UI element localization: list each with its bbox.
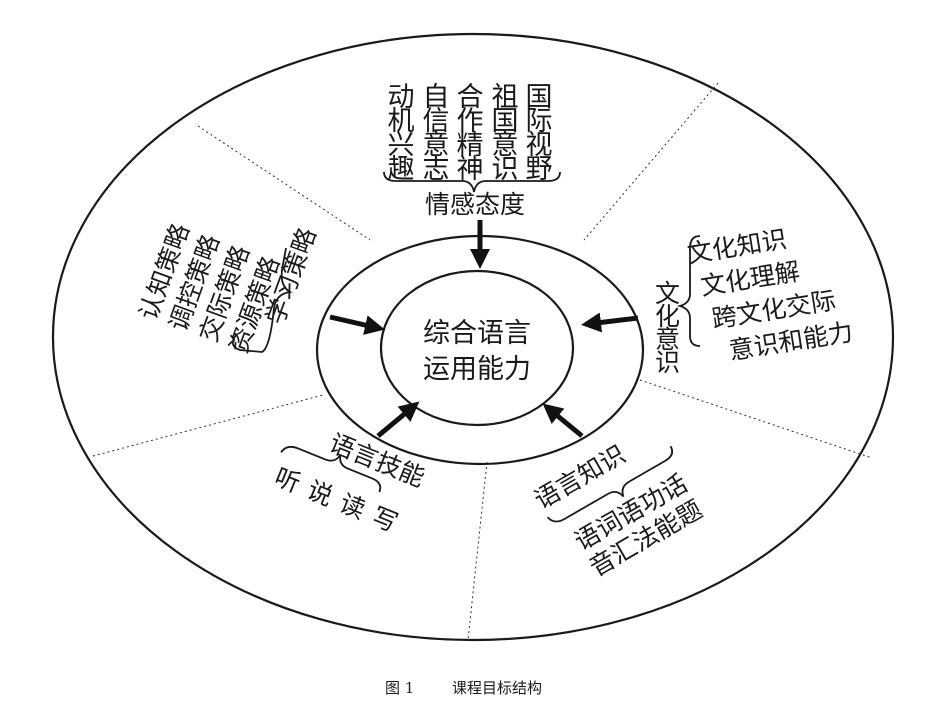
affect-column-1: 国际视野	[521, 82, 552, 181]
center-label-line2: 运用能力	[423, 354, 531, 385]
strategy-block: 资源策略 交际策略 调控策略 认知策略	[134, 220, 286, 357]
knowledge-title: 语言知识	[529, 440, 630, 515]
knowledge-brace	[546, 445, 674, 523]
divider-top-right	[583, 82, 719, 241]
affect-title: 情感态度	[425, 190, 525, 219]
center-circle	[379, 269, 575, 427]
divider-lines	[92, 82, 873, 641]
culture-section: 文化意识 文化知识 文化理解 跨文化交际 意识和能力	[652, 224, 855, 374]
divider-top-left	[197, 125, 371, 241]
skills-section: 语言技能 听说读写	[271, 428, 429, 541]
outer-ring	[51, 32, 895, 642]
arrow-from-knowledge	[542, 403, 584, 438]
affect-section: 国际视野 祖国意识 合作精神 自信意志 动机兴趣	[383, 82, 552, 181]
arrows	[329, 220, 639, 438]
culture-title: 文化意识	[652, 280, 681, 374]
culture-brace	[676, 235, 701, 347]
arrow-from-skills	[376, 401, 420, 438]
center-label-line1: 综合语言	[423, 318, 531, 349]
arrow-from-strategy	[329, 314, 385, 335]
affect-column-4: 自信意志	[418, 82, 450, 180]
affect-column-5: 动机兴趣	[383, 82, 415, 181]
strategy-brace	[231, 247, 293, 353]
divider-right	[639, 379, 873, 459]
affect-brace	[383, 171, 561, 193]
skills-brace	[280, 445, 382, 493]
affect-column-2: 祖国意识	[487, 82, 519, 181]
divider-bottom	[467, 461, 488, 641]
arrow-from-culture	[581, 312, 639, 333]
figure-number: 图 1	[385, 679, 414, 697]
knowledge-section: 语言知识 语词语功话 音汇法能题	[529, 440, 707, 583]
affect-column-3: 合作精神	[452, 82, 484, 181]
figure-caption: 课程目标结构	[452, 679, 542, 697]
